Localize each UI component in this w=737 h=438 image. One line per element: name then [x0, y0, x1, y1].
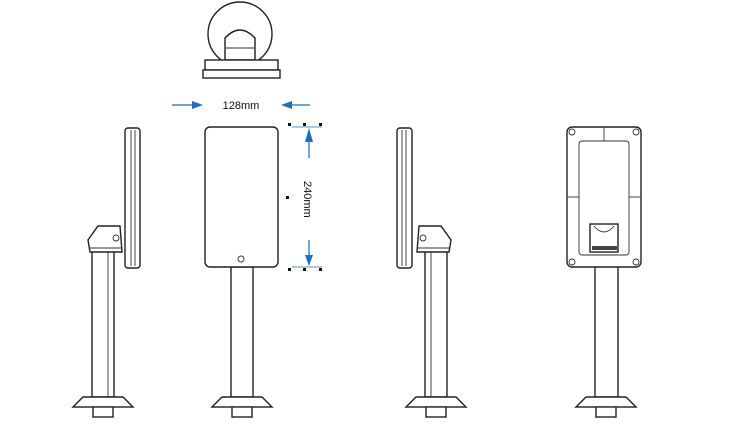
arrow-right-icon [192, 101, 203, 109]
camera-icon [237, 255, 245, 263]
width-dimension: 128mm [172, 100, 310, 112]
arrow-down-icon [305, 255, 313, 266]
right-side-view [396, 127, 467, 418]
left-side-view [72, 127, 141, 418]
front-view [204, 126, 279, 418]
arrow-left-icon [281, 101, 292, 109]
height-label: 240mm [301, 181, 313, 218]
height-dimension: 240mm [286, 123, 322, 271]
width-label: 128mm [223, 100, 260, 112]
top-view [202, 1, 281, 79]
back-view [566, 126, 642, 418]
arrow-up-icon [305, 128, 313, 142]
